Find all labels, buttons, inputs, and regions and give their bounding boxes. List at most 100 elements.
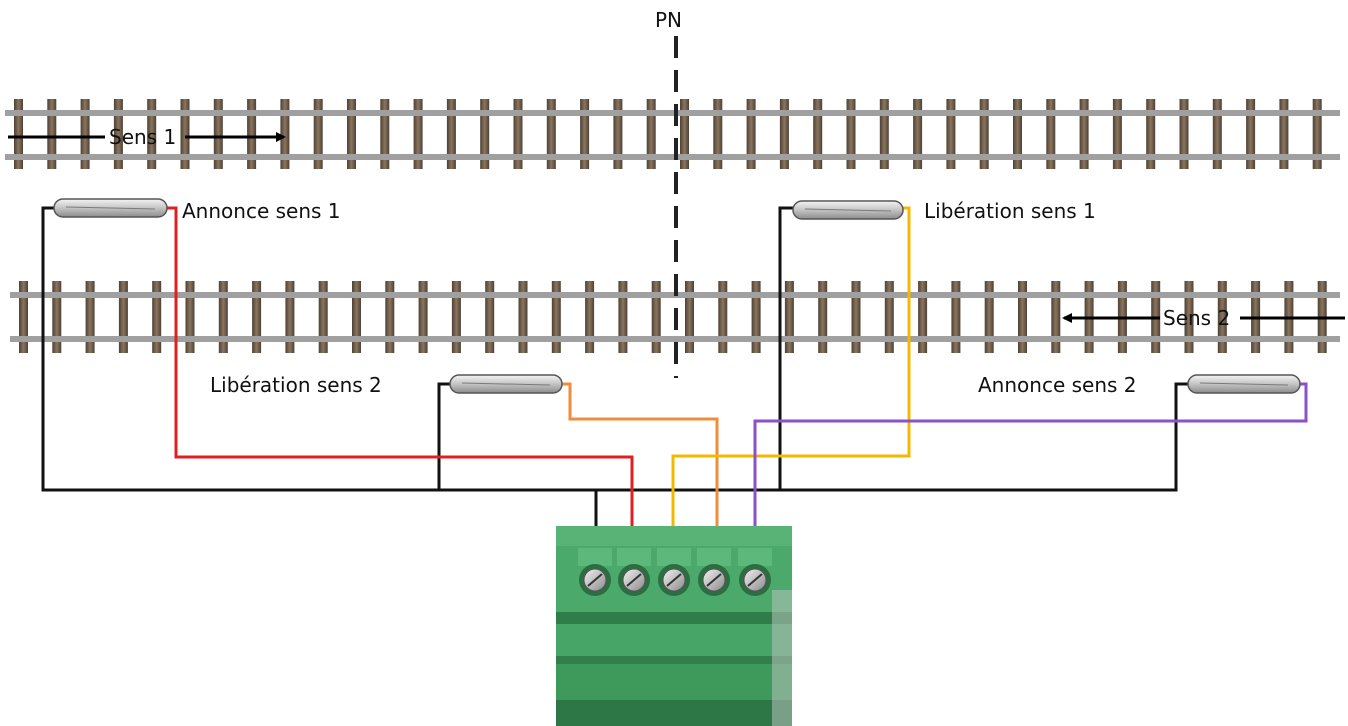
- track-sleeper: [813, 99, 823, 169]
- terminal-slot: [578, 548, 612, 566]
- annonce-sens-1-wire: [165, 206, 634, 578]
- track-sleeper: [19, 281, 28, 353]
- track-sleeper: [680, 99, 689, 169]
- track-sleeper: [446, 99, 456, 169]
- track-sleeper: [518, 281, 528, 353]
- track-sleeper: [380, 99, 390, 169]
- track-sleeper: [218, 281, 228, 353]
- track-sleeper: [1013, 99, 1022, 169]
- reed-sensor-liberation-sens-1: [792, 200, 904, 220]
- track-sleeper: [746, 99, 756, 169]
- track-sleeper: [1217, 281, 1227, 353]
- track-sleeper: [385, 281, 395, 353]
- track-sleeper: [685, 281, 694, 353]
- track-sleeper: [1212, 99, 1222, 169]
- track-sleeper: [1279, 99, 1289, 169]
- track-sleeper: [252, 281, 262, 353]
- track-sleeper: [80, 99, 90, 169]
- track-sleeper: [485, 281, 495, 353]
- terminal-screw-slot: [747, 573, 763, 587]
- track-sleeper: [713, 99, 723, 169]
- track-sleeper: [846, 99, 856, 169]
- track-2-rail-bottom: [10, 336, 1340, 342]
- terminal-slot: [617, 548, 651, 566]
- track-sleeper: [618, 281, 628, 353]
- track-sleeper: [913, 99, 923, 169]
- track-sleeper: [480, 99, 490, 169]
- track-sleeper: [85, 281, 95, 353]
- reed-sensor-liberation-sens-2: [449, 374, 563, 394]
- track-sleeper: [984, 281, 994, 353]
- track-sleeper: [1312, 99, 1322, 169]
- track-sleeper: [818, 281, 828, 353]
- reed-sensor-annonce-sens-2: [1187, 374, 1301, 394]
- annonce-sens-2-wire: [753, 382, 1308, 578]
- liberation-sens-1-label: Libération sens 1: [924, 199, 1096, 223]
- common-wire: [41, 206, 1190, 578]
- terminal-slot: [657, 548, 691, 566]
- track-sleeper: [613, 99, 623, 169]
- track-sleeper: [879, 99, 889, 169]
- track-sleeper: [180, 99, 190, 169]
- track-sleeper: [185, 281, 195, 353]
- track-sleeper: [1184, 281, 1194, 353]
- track-1-rail-bottom: [5, 154, 1340, 160]
- track-sleeper: [580, 99, 590, 169]
- track-1-sleepers: [14, 99, 1322, 169]
- track-sleeper: [851, 281, 861, 353]
- track-1-rail-top: [5, 110, 1340, 116]
- track-sleeper: [751, 281, 761, 353]
- sens-1-label: Sens 1: [109, 125, 176, 149]
- terminal-screw-slot: [587, 573, 603, 587]
- terminal-screw-slot: [666, 573, 682, 587]
- annonce-sens-2-label: Annonce sens 2: [978, 373, 1137, 397]
- terminal-block: [556, 526, 792, 726]
- track-sleeper: [646, 99, 656, 169]
- track-sleeper: [718, 281, 728, 353]
- track-sleeper: [313, 99, 323, 169]
- track-sleeper: [1146, 99, 1156, 169]
- track-sleeper: [347, 99, 356, 169]
- track-sleeper: [1112, 99, 1122, 169]
- track-sleeper: [1246, 99, 1256, 169]
- liberation-sens-2-wire: [560, 382, 719, 578]
- terminal-screw-slot: [626, 573, 642, 587]
- track-sleeper: [585, 281, 595, 353]
- annonce-sens-1-label: Annonce sens 1: [182, 199, 341, 223]
- liberation-sens-2-label: Libération sens 2: [210, 373, 382, 397]
- sens-2-label: Sens 2: [1163, 306, 1230, 330]
- track-sleeper: [513, 99, 523, 169]
- track-sleeper: [14, 99, 23, 169]
- track-sleeper: [651, 281, 661, 353]
- track-sleeper: [551, 281, 561, 353]
- liberation-sens-1-wire: [671, 206, 911, 578]
- track-sleeper: [1179, 99, 1189, 169]
- track-sleeper: [147, 99, 157, 169]
- track-sleeper: [413, 99, 423, 169]
- track-sleeper: [1051, 281, 1061, 353]
- track-sleeper: [285, 281, 295, 353]
- pn-label: PN: [655, 8, 682, 32]
- track-sleeper: [1046, 99, 1056, 169]
- track-sleeper: [451, 281, 461, 353]
- track-sleeper: [118, 281, 128, 353]
- track-sleeper: [213, 99, 223, 169]
- track-sleeper: [52, 281, 62, 353]
- terminal-slot: [738, 548, 772, 566]
- track-sleeper: [918, 281, 928, 353]
- track-sleeper: [784, 281, 794, 353]
- track-sens-1: [5, 99, 1340, 169]
- track-sleeper: [318, 281, 328, 353]
- track-sleeper: [951, 281, 961, 353]
- track-sleeper: [546, 99, 556, 169]
- track-sleeper: [1079, 99, 1089, 169]
- track-sleeper: [152, 281, 162, 353]
- track-sleeper: [47, 99, 57, 169]
- terminal-slot: [697, 548, 731, 566]
- track-sleeper: [418, 281, 428, 353]
- terminal-screw-slot: [706, 573, 722, 587]
- track-sleeper: [779, 99, 789, 169]
- track-sleeper: [113, 99, 123, 169]
